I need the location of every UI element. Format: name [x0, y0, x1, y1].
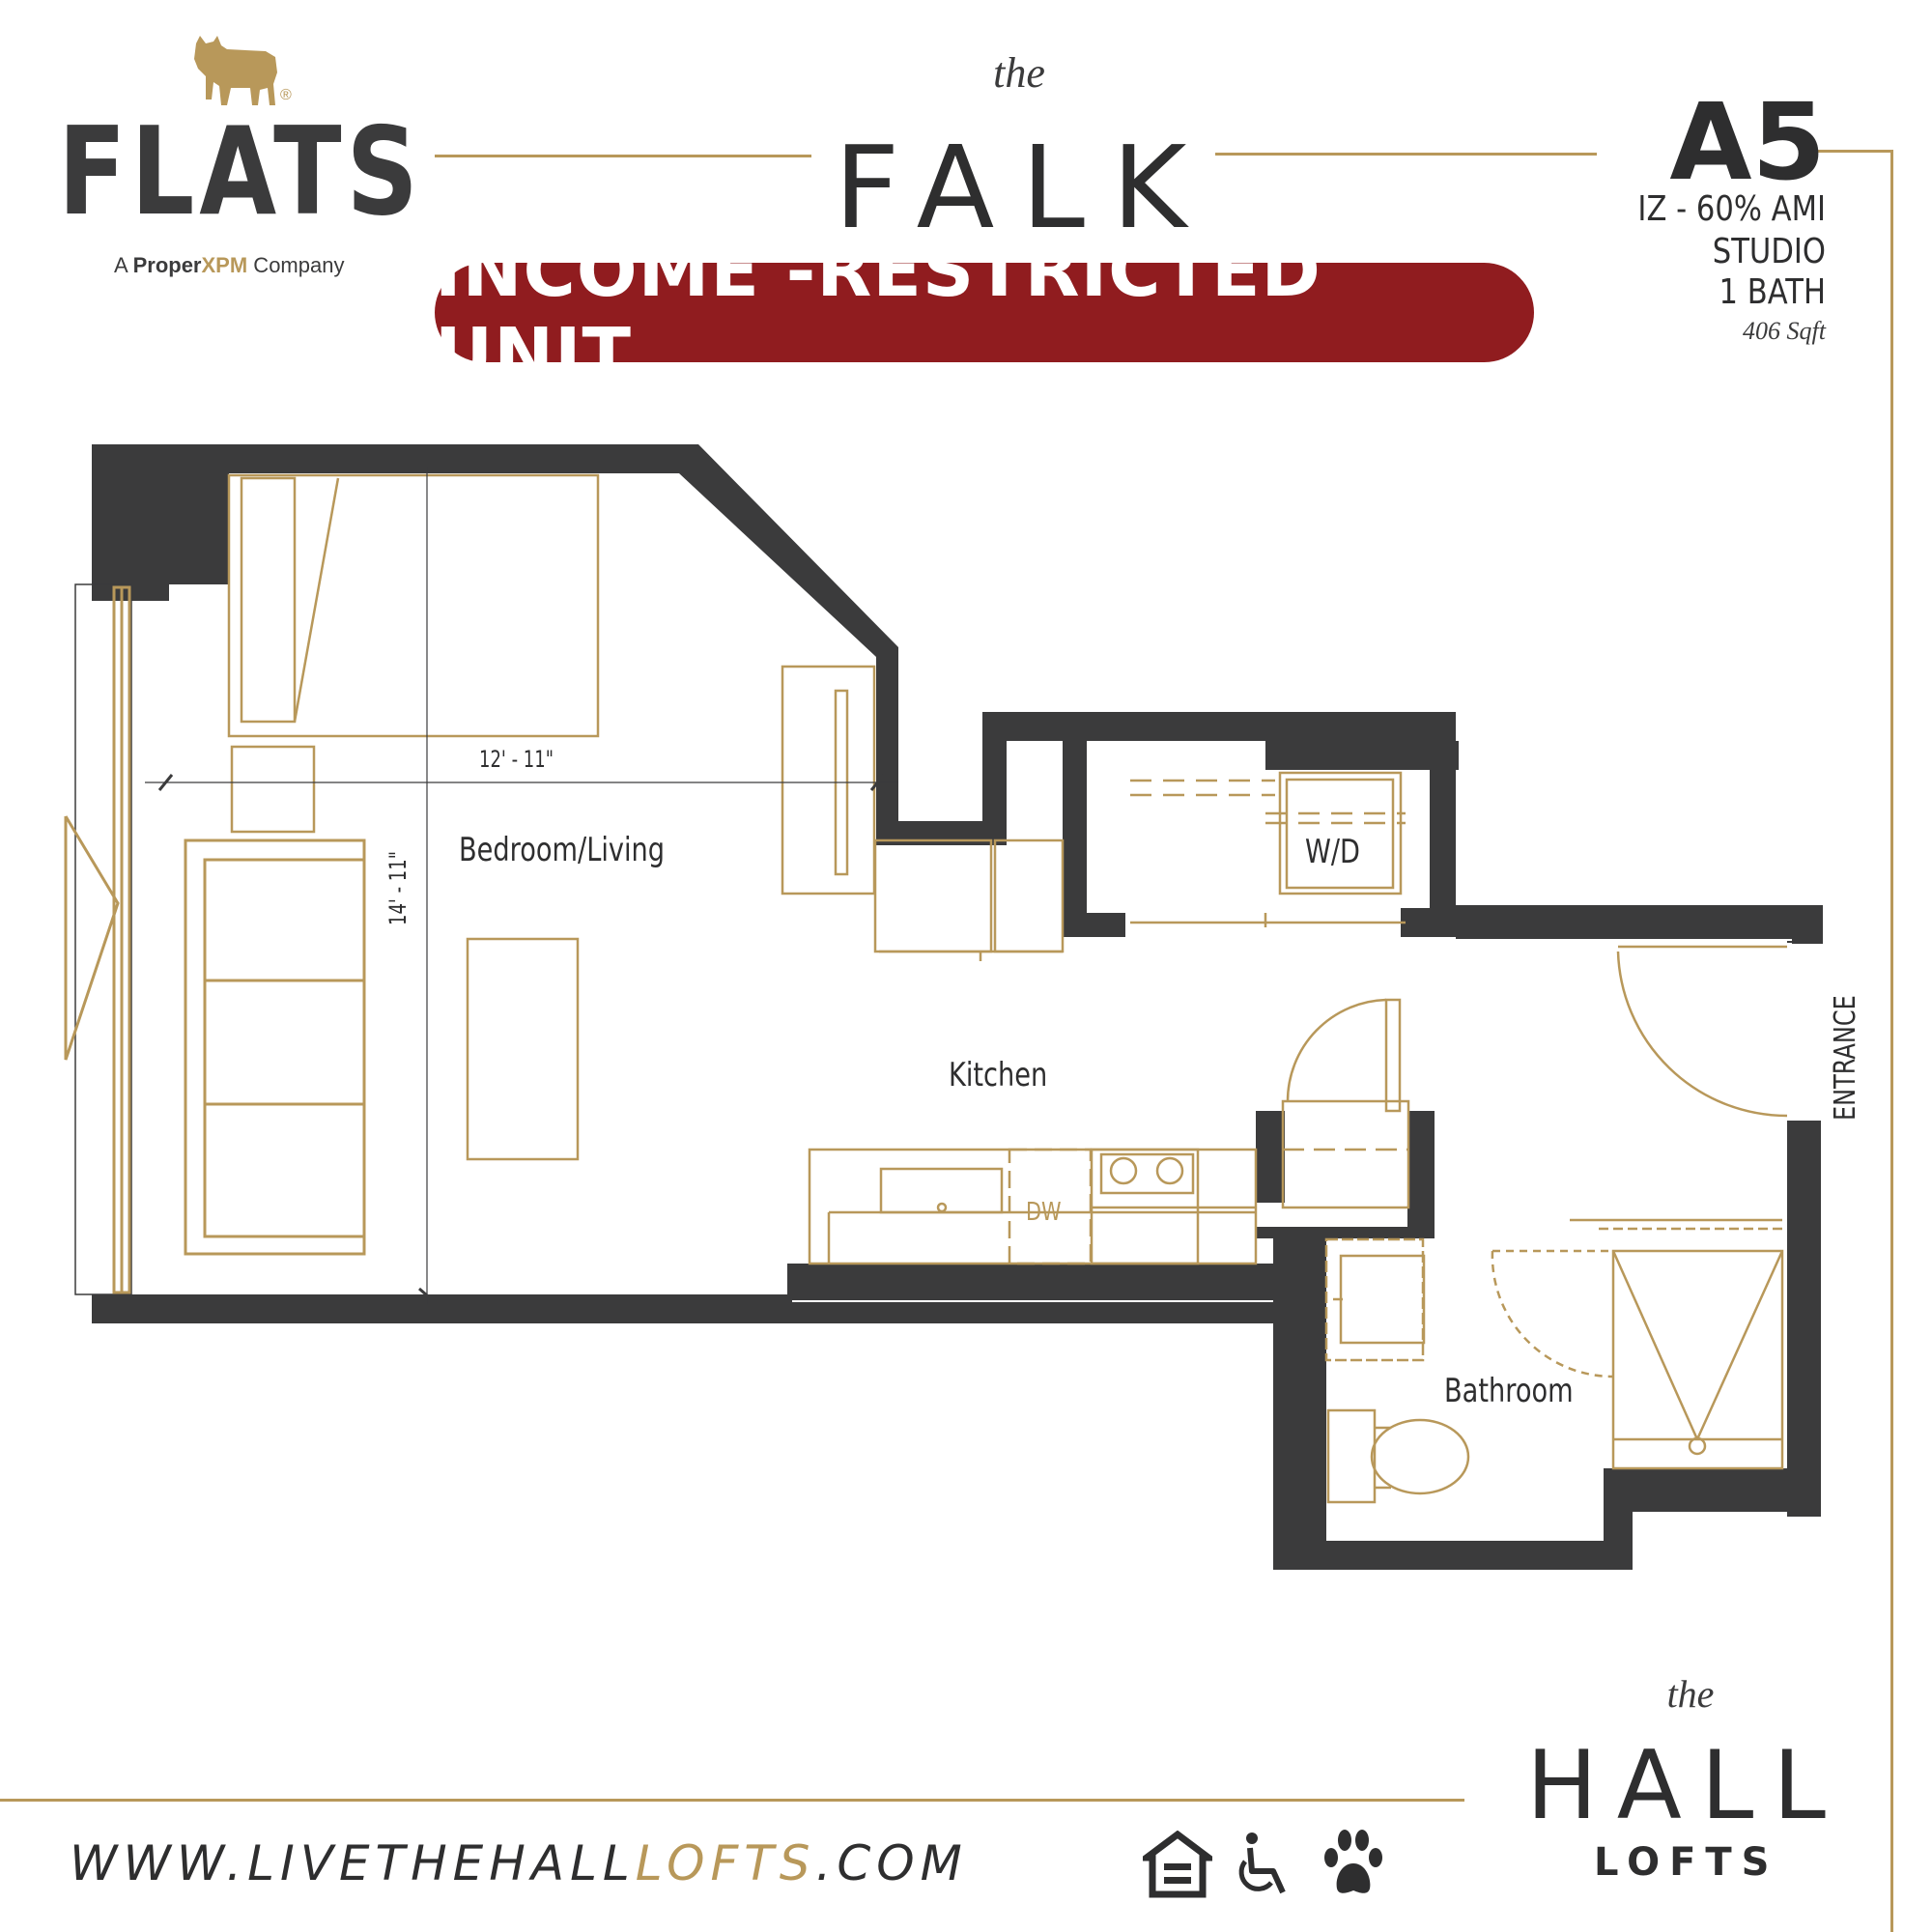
wd-label: W/D [1305, 833, 1361, 871]
footer-rule [0, 1799, 1464, 1802]
width-dimension: 12' - 11" [479, 746, 554, 773]
washer-dryer [1130, 771, 1406, 927]
tagline-brand-a: Proper [132, 253, 202, 277]
bathroom-fixtures [1324, 1218, 1784, 1504]
pet-friendly-icon [1324, 1830, 1382, 1893]
bed [227, 473, 600, 834]
logo-word: FLATS [58, 100, 423, 242]
registered-mark: ® [280, 87, 292, 103]
unit-program: IZ - 60% AMI [1637, 189, 1826, 229]
property-the-label: the [1666, 1672, 1715, 1716]
dimension-lines [145, 456, 898, 1304]
kitchen-counter [808, 1148, 1258, 1265]
bedroom-living-label: Bedroom/Living [459, 831, 666, 869]
tagline-brand-b: XPM [201, 253, 248, 277]
unit-code: A5 [1669, 80, 1826, 204]
walls [92, 444, 1823, 1570]
pantry-door [1281, 998, 1410, 1209]
frame-rule-right [1890, 150, 1893, 1932]
tagline-suffix: Company [247, 253, 345, 277]
entrance-door [1616, 941, 1816, 1118]
property-subname: LOFTS [1594, 1840, 1779, 1885]
window [64, 583, 132, 1295]
dw-label: DW [1026, 1198, 1062, 1227]
unit-sqft: 406 Sqft [1743, 317, 1826, 345]
unit-type: STUDIO [1712, 232, 1826, 271]
dresser [781, 665, 876, 895]
header-rule-left [435, 155, 811, 157]
flats-logo: ® FLATS A ProperXPM Company [58, 29, 425, 290]
closet-cabinets [873, 838, 1065, 961]
frame-rule-top-right [1816, 150, 1891, 153]
sofa [184, 838, 366, 1256]
wheelchair-accessible-icon [1238, 1833, 1286, 1894]
bathroom-label: Bathroom [1444, 1372, 1574, 1410]
entrance-label: ENTRANCE [1829, 995, 1862, 1121]
url-part-2: LOFTS [635, 1835, 816, 1891]
url-part-3: .COM [815, 1835, 968, 1891]
tagline-prefix: A [114, 253, 133, 277]
depth-dimension: 14' - 11" [384, 851, 412, 925]
coffee-table [466, 937, 580, 1161]
kitchen-label: Kitchen [949, 1056, 1048, 1094]
property-name: HALL [1526, 1731, 1845, 1841]
logo-tagline: A ProperXPM Company [114, 253, 344, 278]
building-name: FALK [834, 121, 1214, 254]
website-url[interactable]: WWW.LIVETHEHALLLOFTS.COM [70, 1835, 968, 1891]
url-part-1: WWW.LIVETHEHALL [70, 1835, 636, 1891]
header-rule-right [1215, 153, 1597, 156]
unit-bath: 1 BATH [1719, 272, 1826, 312]
equal-housing-icon [1143, 1831, 1212, 1898]
bulldog-icon [194, 36, 277, 105]
building-the-label: the [993, 49, 1045, 97]
